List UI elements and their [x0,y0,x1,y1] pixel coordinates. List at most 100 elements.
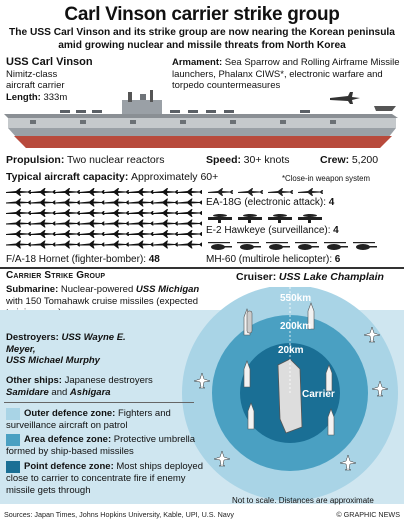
fighter-jet-icon [104,240,129,249]
section-divider [0,267,404,269]
fighter-jet-icon [30,188,56,196]
ea18g-row: EA-18G (electronic attack): 4 [206,197,334,209]
aircraft-heading: Typical aircraft capacity: Approximately… [6,171,219,184]
submarine-text-1: Nuclear-powered [60,284,134,295]
fighter-jet-icon [79,198,105,207]
hawkeye-row: E-2 Hawkeye (surveillance): 4 [206,225,339,237]
ship-class: Nimitz-class [6,68,58,80]
fighter-jet-icon [128,240,154,249]
carrier-label: Carrier [302,389,335,400]
cruiser-name: USS Lake Champlain [278,271,384,283]
patrol-aircraft-icons [193,326,389,471]
fighter-jet-icon [79,240,105,249]
fighter-jet-icon [55,240,80,249]
footer: Sources: Japan Times, Johns Hopkins Univ… [4,510,400,519]
mh60-row: MH-60 (multirole helicopter): 6 [206,254,340,266]
cruiser-label: Cruiser: [236,271,277,283]
fighter-jet-icon [153,198,178,207]
fighter-jet-icon [55,230,80,238]
other-and: and [51,386,68,398]
mh60-count: 6 [334,254,341,265]
ship-info: USS Carl Vinson Nimitz-class aircraft ca… [6,56,136,103]
not-to-scale-note: Not to scale. Distances are approximate [232,496,374,505]
outer-radius-label: 550km [280,293,311,304]
fighter-jet-icon [6,198,31,207]
fighter-jet-icons [6,188,202,249]
mh60-label: MH-60 (multirole helicopter): [206,254,333,265]
destroyers-names-2: USS Michael Murphy [6,355,100,366]
hawkeye-label: E-2 Hawkeye (surveillance): [206,225,331,236]
speed-spec: Speed: 30+ knots [206,154,290,167]
fighter-jet-icon [6,209,31,217]
area-zone-label: Area defence zone: [24,434,112,445]
area-zone-text: Protective umbrella formed by ship-based… [6,434,196,457]
ship-type: aircraft carrier [6,80,65,91]
ciws-note: *Close-in weapon system [282,174,370,183]
fighter-jet-icon [79,209,105,217]
fighter-jet-icon [128,198,154,207]
cruiser-info: Cruiser: USS Lake Champlain [236,271,384,284]
point-zone-key: Point defence zone: Most ships deployed … [6,461,216,496]
fighter-jet-icon [30,240,56,249]
propulsion-spec: Propulsion: Two nuclear reactors [6,154,164,167]
fighter-jet-icon [177,188,202,196]
fighter-jet-icon [104,198,129,207]
outer-zone-label: Outer defence zone: [24,408,116,419]
outer-zone-swatch [6,408,20,420]
crew-spec: Crew: 5,200 [320,154,379,167]
armament-label: Armament: [172,57,223,68]
crew-value: 5,200 [351,154,379,166]
other-label: Other ships: [6,375,62,386]
area-radius-label: 200km [280,321,311,332]
other-text: Japanese destroyers [64,375,153,386]
outer-zone-text: Fighters and surveillance aircraft on pa… [6,408,171,431]
destroyers-label: Destroyers: [6,332,59,343]
fighter-jet-icon [30,198,56,207]
other-names-2: Ashigara [69,386,111,398]
fighter-jet-icon [55,219,80,228]
ea18g-icons [208,188,323,196]
carrier-top-view-icon [277,358,303,434]
armament-info: Armament: Sea Sparrow and Rolling Airfra… [172,57,400,92]
fighter-jet-icon [104,188,129,196]
fighter-jet-icon [104,209,129,217]
fighter-jet-icon [128,219,154,228]
fighter-jet-icon [177,230,202,238]
fighter-jet-icon [128,209,154,217]
strike-group-heading: Carrier Strike Group [6,270,106,281]
submarine-label: Submarine: [6,284,59,295]
length-label: Length: [6,91,41,103]
fighter-jet-icon [153,209,178,217]
fighter-jet-icon [79,230,105,238]
fighter-jet-icon [104,219,129,228]
fighter-jet-icon [177,209,202,217]
outer-zone-key: Outer defence zone: Fighters and surveil… [6,408,196,432]
aircraft-heading-label: Typical aircraft capacity: [6,171,129,183]
other-ships-info: Other ships: Japanese destroyers Samidar… [6,375,166,398]
fighter-jet-icon [177,219,202,228]
ea18g-count: 4 [328,197,335,208]
fighter-jet-icon [6,188,31,196]
point-zone-swatch [6,461,20,473]
defence-zone-diagram: 550km 200km 20km Carrier [182,287,398,501]
page-title: Carl Vinson carrier strike group [64,4,340,25]
fighter-jet-icon [6,230,31,238]
fighter-jet-icon [177,198,202,207]
fighter-jet-icon [6,219,31,228]
aircraft-heading-value: Approximately 60+ [131,171,219,183]
fighter-jet-icon [30,219,56,228]
propulsion-label: Propulsion: [6,154,65,166]
fighter-jet-icon [128,230,154,238]
hawkeye-icons [208,214,322,223]
speed-value: 30+ knots [243,154,290,166]
submarine-name: USS Michigan [135,284,200,295]
fighter-jet-icon [128,188,154,196]
fighter-jet-icon [153,188,178,196]
page-subtitle: The USS Carl Vinson and its strike group… [9,27,395,51]
fighter-jet-icon [30,230,56,238]
armament-text: Sea Sparrow and Rolling Airframe Missile… [172,57,400,91]
escort-ship-icons [243,302,335,436]
point-zone-label: Point defence zone: [24,461,114,472]
fighter-jet-icon [104,230,129,238]
point-zone-text: Most ships deployed close to carrier to … [6,461,203,496]
